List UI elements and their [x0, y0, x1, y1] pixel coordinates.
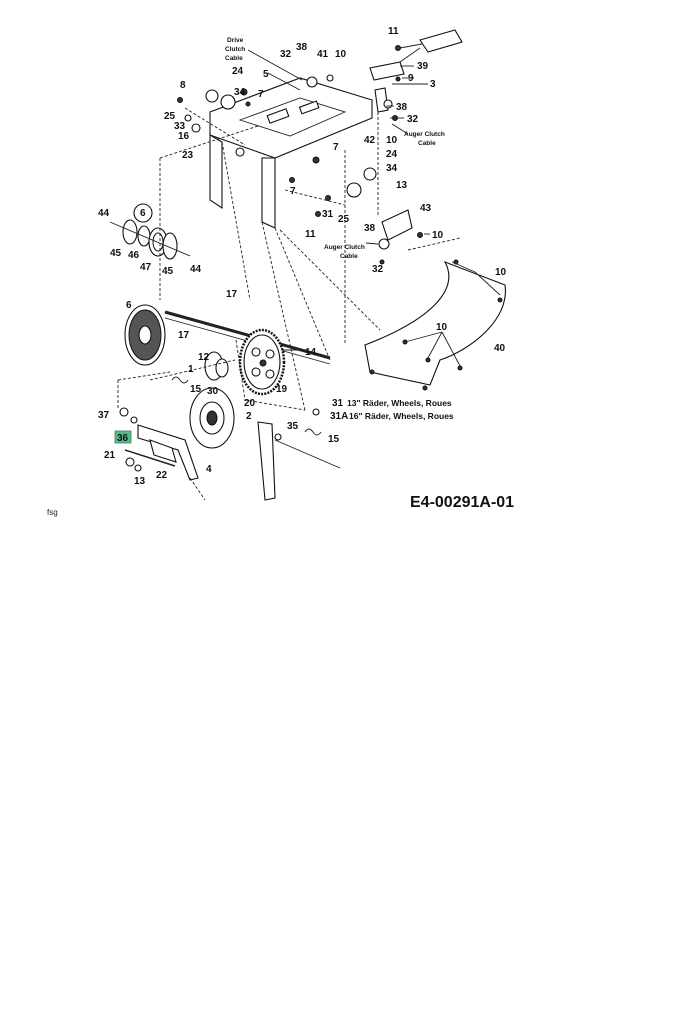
callout-38-right: 38	[396, 102, 408, 113]
callout-25-right: 25	[338, 214, 350, 225]
callout-1: 1	[188, 364, 194, 375]
callout-5: 5	[263, 69, 269, 80]
callout-9: 9	[408, 73, 414, 84]
callout-31a: 31A	[330, 411, 348, 422]
callout-45-right: 45	[162, 266, 174, 277]
label-auger-clutch-mid-1: Auger Clutch	[324, 244, 365, 251]
callout-45-left: 45	[110, 248, 122, 259]
callout-10-plate: 10	[495, 267, 507, 278]
callout-19: 19	[276, 384, 288, 395]
callout-6-circled: 6	[140, 208, 146, 219]
right-hardware	[289, 156, 423, 265]
callout-12: 12	[198, 352, 210, 363]
callout-41: 41	[317, 49, 329, 60]
label-auger-clutch-mid-2: Cable	[340, 253, 358, 260]
callout-32-mid: 32	[372, 264, 384, 275]
hub-assembly	[109, 203, 191, 260]
shift-lever	[369, 29, 463, 121]
label-drive-clutch-2: Clutch	[225, 46, 245, 53]
control-rod	[257, 421, 341, 501]
callout-10-right: 10	[386, 135, 398, 146]
callout-37: 37	[98, 410, 110, 421]
callout-34-right: 34	[386, 163, 398, 174]
callout-24-right: 24	[386, 149, 398, 160]
callout-34-top: 34	[234, 87, 246, 98]
callout-11-top: 11	[388, 26, 399, 37]
callout-35: 35	[287, 421, 299, 432]
callout-16: 16	[178, 131, 190, 142]
callout-44-left: 44	[98, 208, 110, 219]
callout-22: 22	[156, 470, 168, 481]
callout-17-top: 17	[226, 289, 238, 300]
large-gear	[238, 328, 286, 396]
callout-38-top: 38	[296, 42, 308, 53]
callout-14: 14	[305, 347, 317, 358]
callout-47: 47	[140, 262, 152, 273]
callout-21: 21	[104, 450, 116, 461]
footer-tag: fsg	[47, 508, 58, 517]
callout-17-mid: 17	[178, 330, 190, 341]
callout-30: 30	[207, 386, 219, 397]
callout-46: 46	[128, 250, 140, 261]
callout-44-right: 44	[190, 264, 202, 275]
callout-31: 31	[332, 398, 344, 409]
callout-10-top: 10	[335, 49, 347, 60]
springs	[171, 376, 322, 436]
assembly-lines	[117, 107, 461, 501]
left-hardware	[177, 88, 251, 157]
callout-32-top: 32	[280, 49, 292, 60]
callout-42: 42	[364, 135, 376, 146]
callout-36-highlighted: 36	[117, 433, 129, 444]
label-drive-clutch-1: Drive	[227, 37, 244, 44]
label-drive-clutch-3: Cable	[225, 55, 243, 62]
bracket	[119, 407, 199, 481]
callout-39: 39	[417, 61, 429, 72]
friction-wheel	[124, 304, 166, 366]
label-auger-clutch-top-2: Cable	[418, 140, 436, 147]
callout-38-mid: 38	[364, 223, 376, 234]
callout-11-mid: 11	[305, 229, 316, 240]
callout-43: 43	[420, 203, 432, 214]
callout-33: 33	[174, 121, 186, 132]
callout-31-mid: 31	[322, 209, 334, 220]
label-auger-clutch-top-1: Auger Clutch	[404, 131, 445, 138]
callout-7-mid: 7	[333, 142, 339, 153]
callout-20: 20	[244, 398, 256, 409]
diagram-svg: 11 32 38 41 10 39 9 3 5 24 8 34 7 38 32 …	[98, 26, 507, 501]
callout-15-right: 15	[328, 434, 340, 445]
callout-10-mid: 10	[432, 230, 444, 241]
callout-23: 23	[182, 150, 194, 161]
label-wheels-16: 16" Räder, Wheels, Roues	[349, 411, 454, 421]
label-wheels-13: 13" Räder, Wheels, Roues	[347, 398, 452, 408]
callout-25-left: 25	[164, 111, 176, 122]
leader-lines	[247, 49, 501, 367]
callout-13-low: 13	[134, 476, 146, 487]
callout-10-low: 10	[436, 322, 448, 333]
callout-6: 6	[126, 300, 132, 311]
callout-3: 3	[430, 79, 436, 90]
callout-7-low: 7	[290, 186, 296, 197]
callout-24-top: 24	[232, 66, 244, 77]
callout-36-highlight	[114, 430, 132, 444]
callout-15-left: 15	[190, 384, 202, 395]
frame-plate	[209, 74, 373, 229]
callout-32-right: 32	[407, 114, 419, 125]
callout-4: 4	[206, 464, 212, 475]
exploded-parts-diagram: 11 32 38 41 10 39 9 3 5 24 8 34 7 38 32 …	[98, 26, 507, 501]
callout-labels: 11 32 38 41 10 39 9 3 5 24 8 34 7 38 32 …	[98, 26, 507, 487]
cover-plate	[364, 259, 506, 391]
callout-8: 8	[180, 80, 186, 91]
callout-13-right: 13	[396, 180, 408, 191]
drive-pulley	[189, 387, 235, 449]
callout-7-top: 7	[258, 89, 264, 100]
callout-2: 2	[246, 411, 252, 422]
document-code: E4-00291A-01	[410, 494, 515, 511]
callout-40: 40	[494, 343, 506, 354]
